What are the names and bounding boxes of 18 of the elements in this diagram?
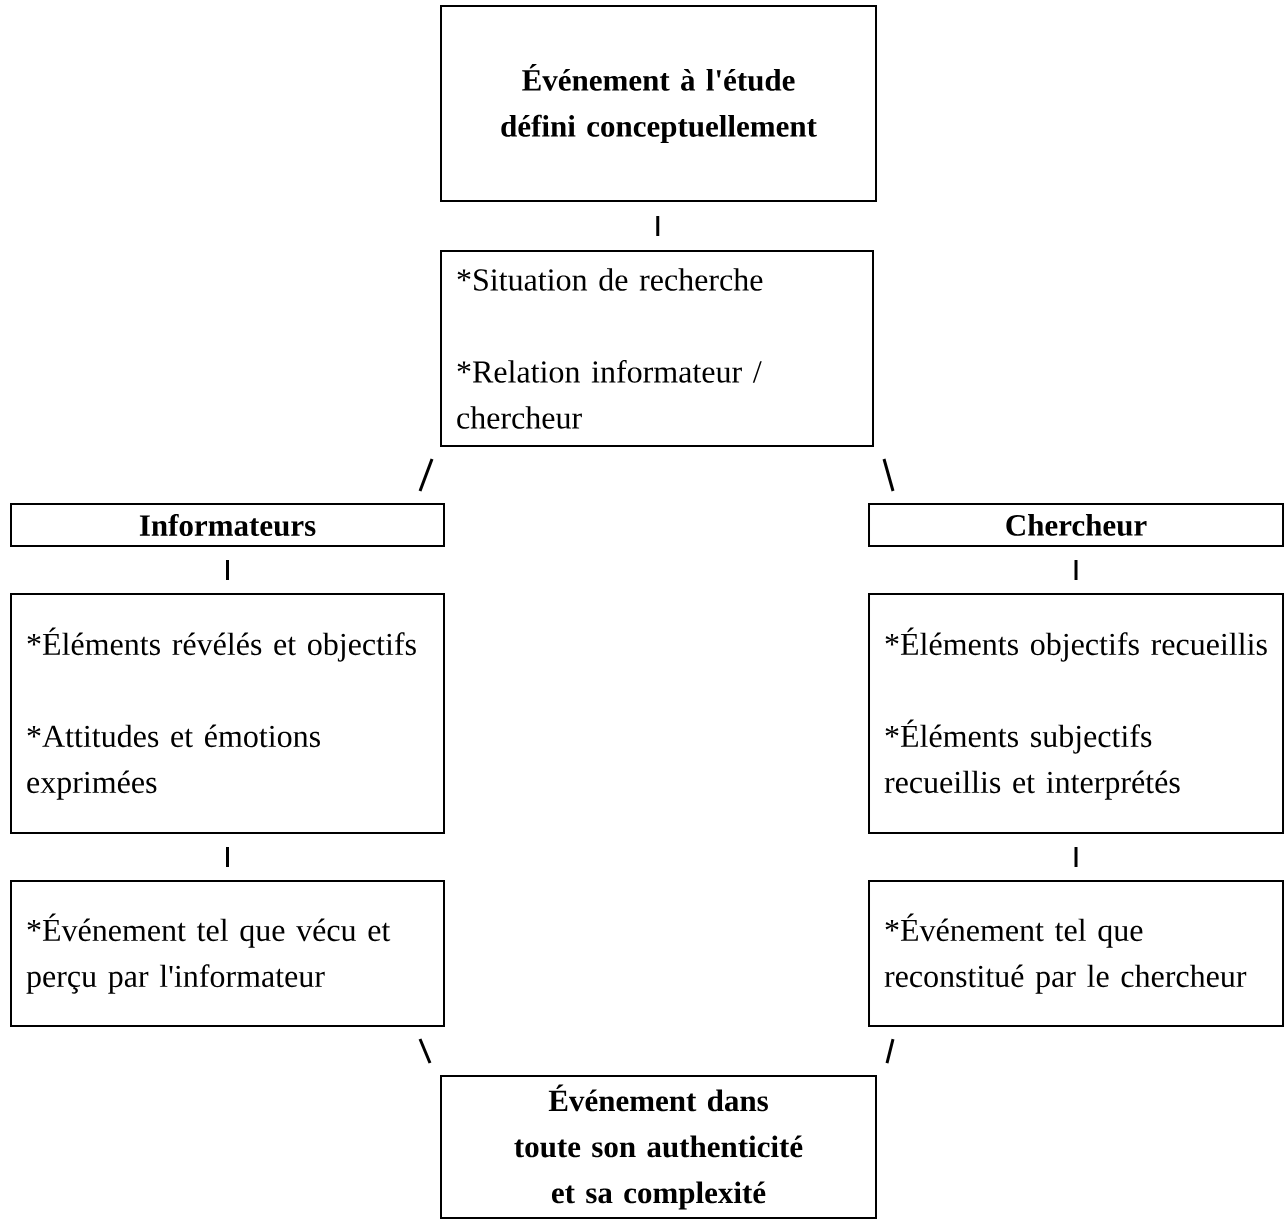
connector-line: [418, 1038, 432, 1064]
text-box: *Événement tel que reconstitué par le chercheur: [868, 880, 1284, 1027]
connector-line: [1074, 560, 1078, 580]
connector-line: [885, 1038, 895, 1064]
connector-line: [418, 458, 434, 492]
text-box: *Événement tel que vécu et perçu par l'informateur: [10, 880, 445, 1027]
text-box: *Situation de recherche *Relation informateur / chercheur: [440, 250, 874, 447]
connector-line: [1074, 847, 1078, 867]
heading-box: Informateurs: [10, 503, 445, 547]
heading-box: Chercheur: [868, 503, 1284, 547]
connector-line: [656, 216, 660, 236]
heading-box: Événement dans toute son authenticité et sa complexité: [440, 1075, 877, 1219]
connector-line: [226, 560, 229, 580]
heading-box: Événement à l'étude défini conceptuellement: [440, 5, 877, 202]
text-box: *Éléments objectifs recueillis *Éléments subjectifs recueillis et interprétés: [868, 593, 1284, 834]
connector-line: [882, 458, 895, 492]
connector-line: [226, 847, 229, 867]
text-box: *Éléments révélés et objectifs *Attitudes et émotions exprimées: [10, 593, 445, 834]
